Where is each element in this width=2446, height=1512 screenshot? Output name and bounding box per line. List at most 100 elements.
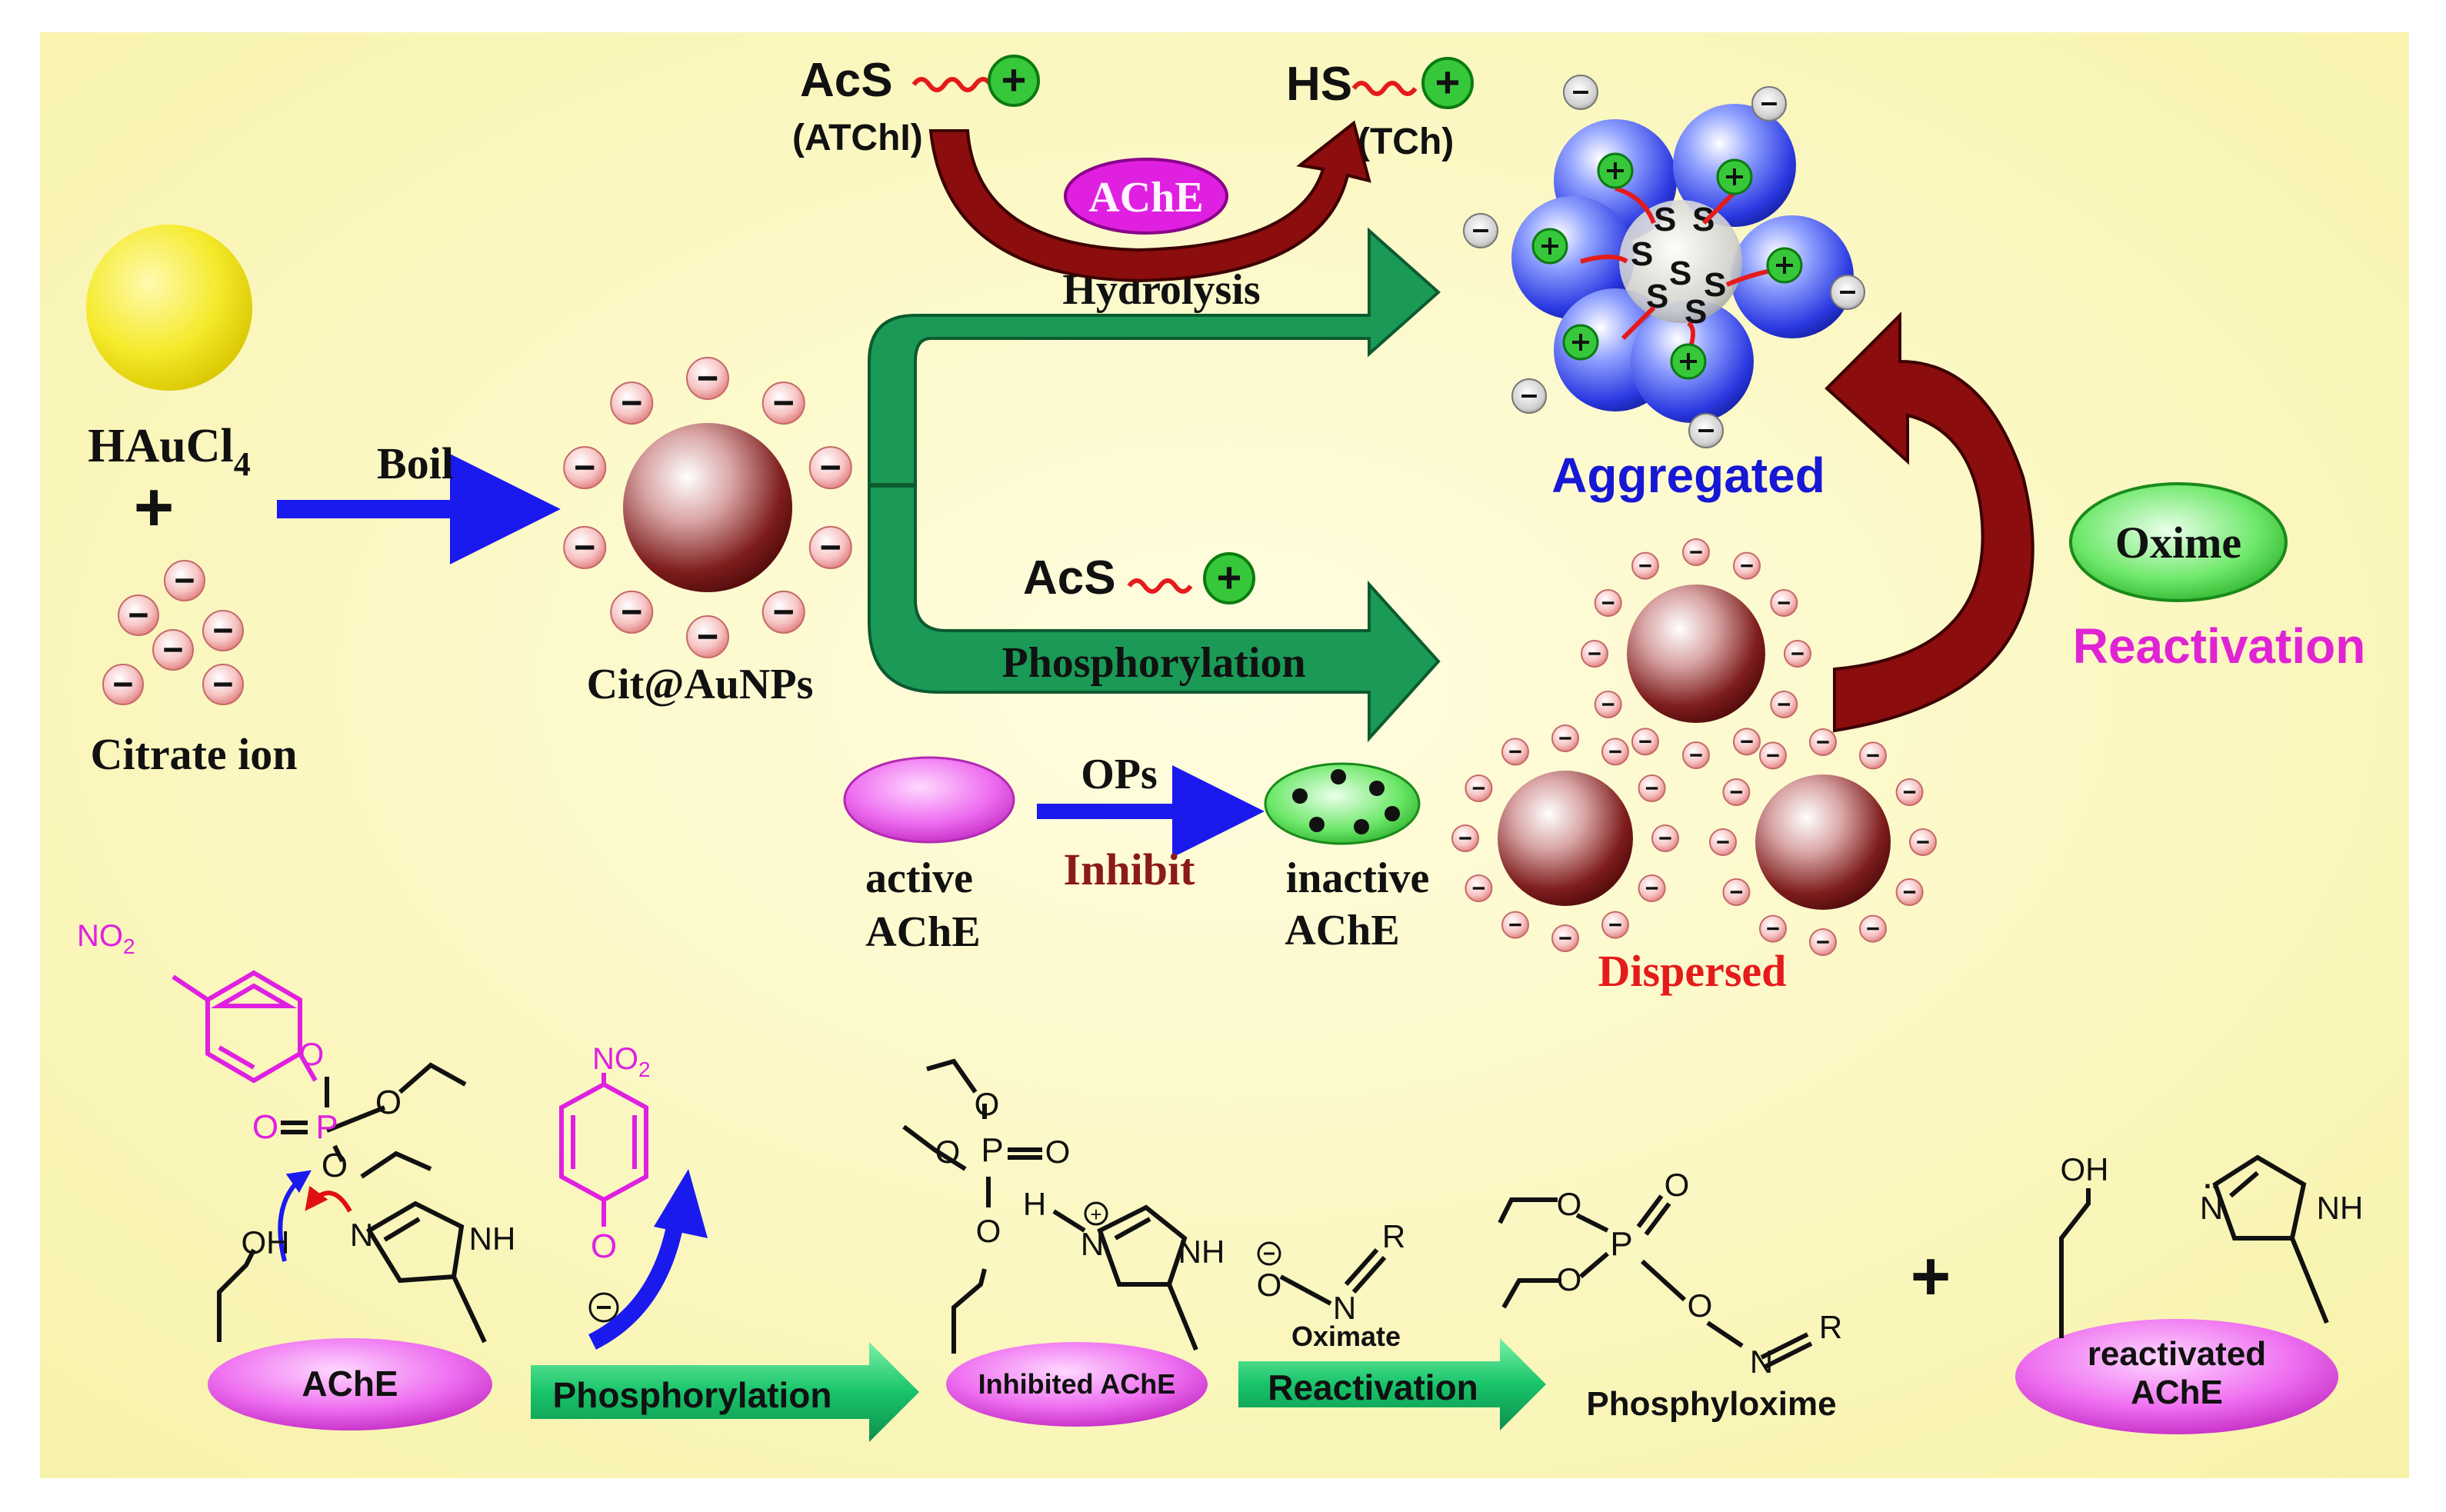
negative-charge-icon (1465, 774, 1493, 802)
thiocholine-linker (1621, 305, 1656, 341)
inhibited-ethoxy-oxygen-2: O (935, 1134, 961, 1170)
acs-label: AcS (800, 54, 893, 107)
hydrolysis-arrow (868, 227, 1441, 494)
positive-charge-icon (1766, 247, 1803, 284)
inhibited-oxo-oxygen: O (1045, 1134, 1071, 1170)
citrate-capped-gold-nanoparticle (563, 357, 852, 658)
negative-charge-icon (1809, 728, 1837, 756)
paraoxon-ethoxy-oxygen-2: O (322, 1147, 348, 1184)
negative-charge-icon (1601, 738, 1629, 766)
negative-charge-icon (1551, 924, 1579, 952)
negative-charge-icon (588, 1292, 619, 1323)
haucl4-label: HAuCl4 (88, 420, 250, 483)
reactivated-ache-label-line2: AChE (2131, 1374, 2223, 1411)
reactivated-n-label: N (2200, 1190, 2223, 1226)
thiocholine-linker (1580, 255, 1628, 264)
negative-charge-icon (1733, 551, 1761, 580)
negative-charge-icon (1809, 928, 1837, 956)
negative-charge-icon (686, 357, 729, 400)
negative-charge-icon (1638, 874, 1666, 902)
negative-charge-icon (1709, 828, 1737, 856)
acs-lower-label: AcS (1023, 551, 1116, 604)
reactivation-band-arrow (1238, 1338, 1546, 1430)
negative-charge-icon (610, 590, 654, 634)
mechanism-plus-sign: + (1911, 1238, 1951, 1315)
negative-charge-icon (1501, 911, 1529, 939)
paraoxon-ester-oxygen: O (299, 1036, 325, 1072)
positive-charge-icon: + (988, 55, 1040, 107)
ache-enzyme-base (208, 1338, 492, 1430)
negative-charge-icon (118, 594, 159, 636)
tch-label: (TCh) (1358, 122, 1454, 162)
positive-charge-small-icon: + (1084, 1201, 1108, 1226)
negative-charge-small-icon (1257, 1241, 1281, 1266)
negative-charge-icon (1759, 741, 1787, 770)
phenolate-oxygen: O (591, 1227, 617, 1265)
positive-charge-icon (1597, 152, 1634, 189)
svg-text:+: + (1090, 1203, 1101, 1226)
negative-charge-icon (1463, 213, 1498, 248)
sulfur-label: S (1669, 255, 1691, 292)
positive-charge-icon (1670, 343, 1707, 380)
negative-charge-icon (808, 525, 852, 569)
reactivated-oh-label: OH (2061, 1151, 2109, 1187)
sulfur-label: S (1704, 266, 1726, 304)
lone-pair-dots: .. (2204, 1163, 2219, 1194)
negative-charge-icon (610, 381, 654, 425)
dispersed-nanoparticles (1451, 538, 1937, 956)
paraoxon-structure (172, 970, 467, 1179)
negative-charge-icon (1859, 741, 1887, 770)
dispersed-label: Dispersed (1598, 946, 1787, 996)
phosphorylation-arrow-label: Phosphorylation (1001, 639, 1305, 687)
paraoxon-oxo-oxygen: O (252, 1108, 278, 1146)
aggregated-label: Aggregated (1551, 448, 1825, 503)
no2-label: NO2 (77, 919, 135, 958)
inactive-ache-label-line2: AChE (1285, 907, 1399, 954)
thiocholine-linker (1615, 186, 1656, 225)
oximate-label: Oximate (1291, 1321, 1401, 1352)
negative-charge-icon (686, 615, 729, 658)
negative-charge-icon (1722, 878, 1751, 906)
phosphyloxime-oxime-oxygen: O (1688, 1287, 1713, 1324)
negative-charge-icon (1651, 824, 1679, 852)
inhibit-label: Inhibit (1064, 844, 1196, 894)
positive-charge-icon (1562, 324, 1599, 361)
paraoxon-phosphorus: P (315, 1108, 338, 1146)
phosphyloxime-r-label: R (1819, 1309, 1842, 1345)
ops-label: OPs (1081, 751, 1158, 798)
svg-text:+: + (1435, 58, 1461, 106)
negative-charge-icon (1682, 538, 1710, 566)
oximate-oxygen: O (1257, 1267, 1282, 1303)
gold-precursor-sphere (86, 225, 252, 391)
nitrophenolate-structure (559, 1073, 648, 1227)
citrate-ion-cluster (102, 560, 244, 705)
active-ache-label-line1: active (865, 854, 973, 902)
negative-charge-icon (1581, 640, 1608, 668)
inhibited-ethoxy-oxygen-1: O (975, 1086, 1000, 1122)
phosphyloxime-phosphorus: P (1610, 1225, 1632, 1263)
gold-nanoparticle (1581, 538, 1811, 769)
negative-charge-icon (1909, 828, 1937, 856)
negative-charge-icon (761, 381, 805, 425)
negative-charge-icon (1759, 914, 1787, 943)
negative-charge-icon (1784, 640, 1811, 668)
negative-charge-icon (1465, 874, 1493, 902)
inhibited-phosphorus: P (981, 1131, 1003, 1169)
negative-charge-icon (1682, 741, 1710, 769)
negative-charge-icon (1631, 728, 1659, 756)
negative-charge-icon (1594, 589, 1622, 617)
inhibited-ache-base (946, 1342, 1208, 1427)
oximate-structure (1279, 1248, 1387, 1306)
positive-charge-icon: + (1421, 57, 1474, 109)
negative-charge-icon (202, 610, 244, 651)
leaving-group-arrow (588, 1214, 685, 1350)
negative-charge-icon (1594, 691, 1622, 718)
reactivated-nh-label: NH (2317, 1190, 2364, 1226)
negative-charge-icon (1451, 824, 1479, 852)
negative-charge-icon (1859, 914, 1887, 943)
imidazole-nh-label: NH (469, 1221, 516, 1257)
aggregate-core (1619, 200, 1742, 323)
paraoxon-ethoxy-oxygen-1: O (375, 1084, 402, 1121)
negative-charge-icon (1638, 774, 1666, 802)
active-ache-label-line2: AChE (865, 908, 980, 956)
